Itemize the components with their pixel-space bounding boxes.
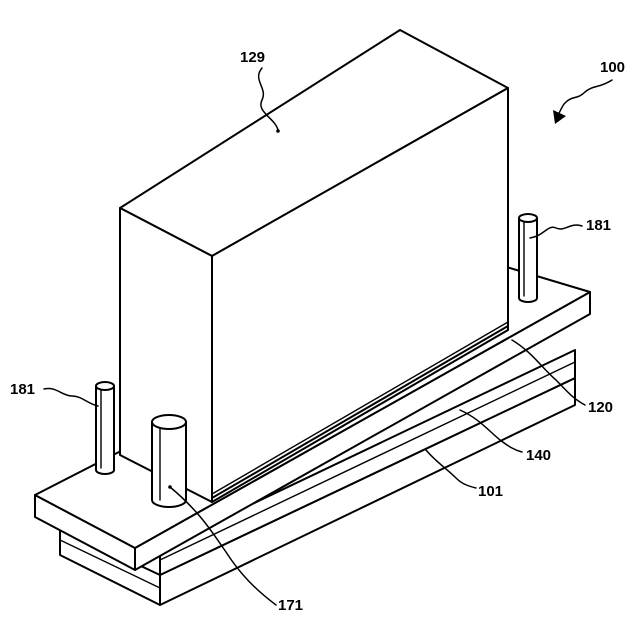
label-101: 101 — [478, 483, 503, 500]
label-171: 171 — [278, 597, 303, 614]
pin-181-right — [519, 214, 537, 302]
leader-181-left — [44, 388, 98, 406]
label-181-right: 181 — [586, 217, 611, 234]
label-129: 129 — [240, 49, 265, 66]
label-181-left: 181 — [10, 381, 35, 398]
label-100: 100 — [600, 59, 625, 76]
post-171 — [152, 415, 186, 507]
label-120: 120 — [588, 399, 613, 416]
pin-181-left — [96, 382, 114, 474]
label-140: 140 — [526, 447, 551, 464]
assembly-arrow — [553, 80, 612, 124]
